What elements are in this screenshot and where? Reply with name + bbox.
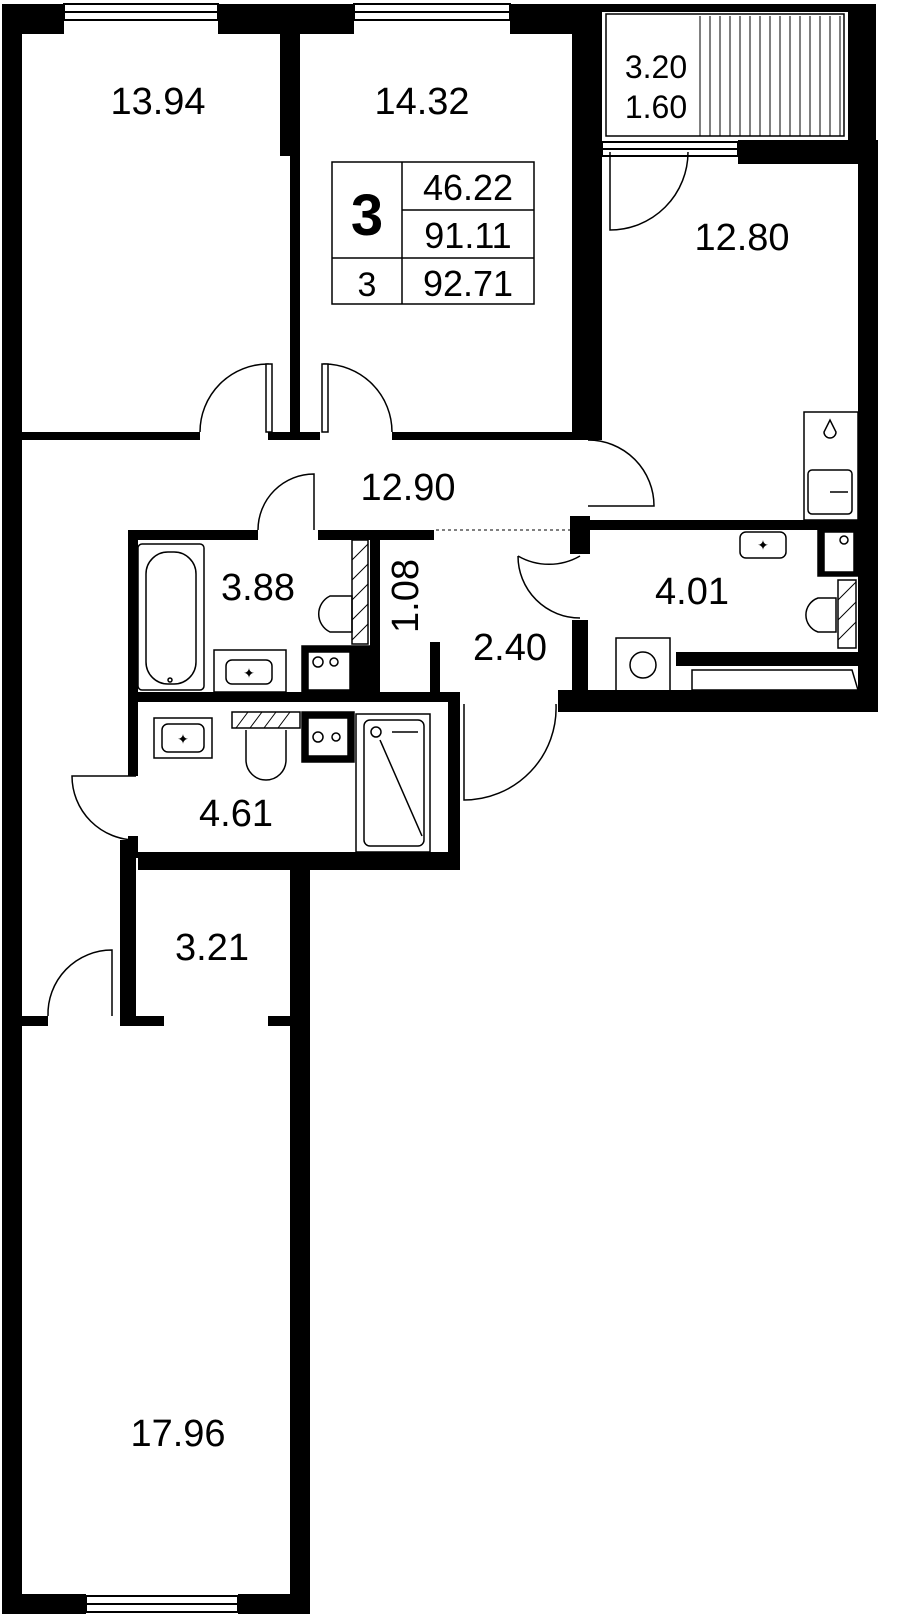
room-label-balcony-area: 3.20 [625,49,687,85]
windows [63,3,739,1613]
interior-walls [22,30,858,1026]
room-label-storage: 1.08 [385,559,427,633]
living-area-value: 46.22 [423,167,513,208]
outer-walls [2,4,878,1614]
room-label-closet: 3.21 [175,927,249,969]
fixtures: ✦ ✦ [137,411,860,853]
summary-box: 3 46.22 91.11 3 92.71 [331,161,535,305]
balcony [602,4,848,137]
room-label-bedroom-top-middle: 14.32 [374,81,469,123]
svg-text:✦: ✦ [757,539,769,554]
room-label-toilet: 4.61 [199,793,273,835]
room-label-bathroom-right: 4.01 [655,571,729,613]
room-label-bedroom-top-left: 13.94 [110,81,205,123]
room-label-corridor: 2.40 [473,627,547,669]
room-label-kitchen: 12.80 [694,217,789,259]
rooms-count-big: 3 [351,183,383,248]
rooms-count-small: 3 [358,266,377,304]
svg-text:✦: ✦ [243,667,255,682]
room-label-living-room: 17.96 [130,1413,225,1455]
room-label-hallway: 12.90 [360,467,455,509]
svg-text:✦: ✦ [177,733,189,748]
doors [47,151,689,1017]
total-area-value: 91.11 [424,215,511,256]
room-labels: 13.94 14.32 3.20 1.60 12.80 12.90 3.88 1… [110,49,789,1455]
total-area-with-balcony-value: 92.71 [423,263,513,304]
room-label-bathroom-left: 3.88 [221,567,295,609]
room-label-balcony-coeff: 1.60 [625,89,687,125]
